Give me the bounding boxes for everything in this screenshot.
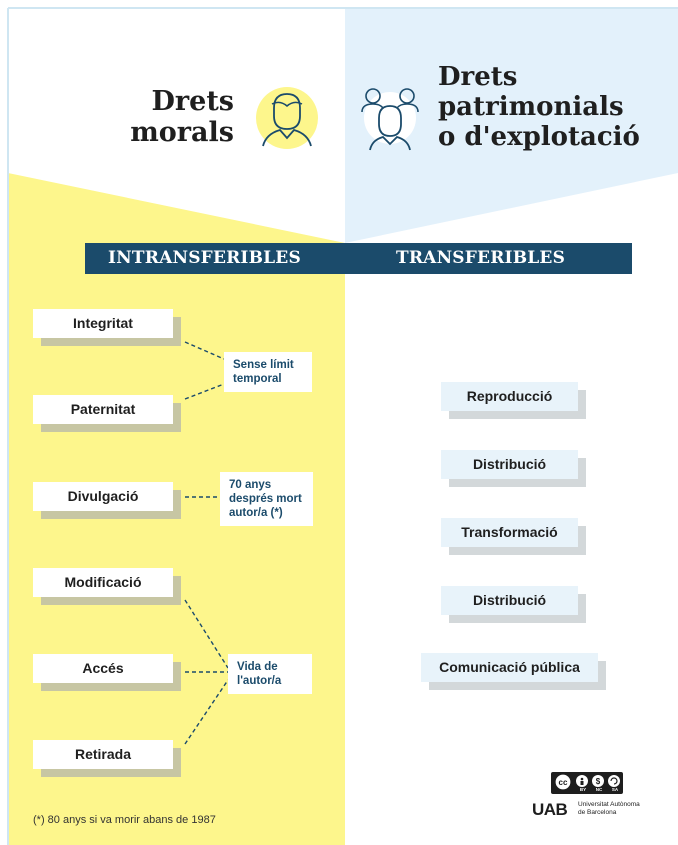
economic-right-distribucio-1: Distribució — [441, 450, 578, 479]
economic-right-transformacio: Transformació — [441, 518, 578, 547]
patrimonial-rights-title-line-3: o d'explotació — [438, 122, 640, 152]
economic-right-comunicacio-publica: Comunicació pública — [421, 653, 598, 682]
moral-rights-title-line-2: morals — [130, 117, 234, 148]
intransferable-label: INTRANSFERIBLES — [108, 248, 301, 268]
note-no-time-limit-line-1: Sense límit — [233, 359, 294, 371]
moral-rights-title-line-1: Drets — [151, 86, 235, 117]
connectors — [184, 341, 229, 745]
cc-icon: cc $ — [554, 773, 620, 791]
note-seventy-years-line-1: 70 anys — [229, 479, 272, 491]
note-seventy-years-line-3: autor/a (*) — [229, 507, 283, 519]
license-sa: SA — [611, 787, 619, 792]
note-author-lifetime: Vida de l'autor/a — [228, 654, 312, 694]
note-seventy-years: 70 anys després mort autor/a (*) — [220, 472, 313, 526]
footnote: (*) 80 anys si va morir abans de 1987 — [33, 814, 216, 826]
moral-right-paternitat: Paternitat — [33, 395, 173, 424]
note-author-lifetime-line-2: l'autor/a — [237, 675, 282, 687]
uab-name: Universitat Autònoma de Barcelona — [578, 801, 648, 816]
note-no-time-limit: Sense límit temporal — [224, 352, 312, 392]
uab-logo: UAB — [532, 800, 568, 819]
transferable-label: TRANSFERIBLES — [396, 248, 566, 268]
moral-right-acces: Accés — [33, 654, 173, 683]
license-nc: NC — [595, 787, 603, 792]
patrimonial-rights-title: Drets patrimonials o d'explotació — [438, 62, 678, 152]
group-icon — [361, 88, 419, 151]
moral-right-modificacio: Modificació — [33, 568, 173, 597]
note-seventy-years-line-2: després mort — [229, 493, 302, 505]
license-by: BY — [579, 787, 587, 792]
patrimonial-rights-title-line-1: Drets — [438, 62, 518, 92]
note-no-time-limit-line-2: temporal — [233, 373, 282, 385]
moral-rights-title: Drets morals — [118, 86, 234, 148]
cc-license-badge: cc $ BY NC SA — [551, 772, 623, 794]
moral-right-integritat: Integritat — [33, 309, 173, 338]
uab-name-line-1: Universitat Autònoma — [578, 801, 640, 808]
patrimonial-rights-title-line-2: patrimonials — [438, 92, 624, 122]
moral-right-divulgacio: Divulgació — [33, 482, 173, 511]
category-band — [85, 243, 632, 274]
moral-right-retirada: Retirada — [33, 740, 173, 769]
svg-text:cc: cc — [559, 778, 568, 787]
patrimonial-panel — [345, 8, 678, 243]
svg-text:$: $ — [596, 777, 601, 786]
economic-right-reproduccio: Reproducció — [441, 382, 578, 411]
uab-name-line-2: de Barcelona — [578, 808, 617, 816]
person-icon — [256, 87, 318, 149]
economic-right-distribucio-2: Distribució — [441, 586, 578, 615]
note-author-lifetime-line-1: Vida de — [237, 661, 278, 673]
